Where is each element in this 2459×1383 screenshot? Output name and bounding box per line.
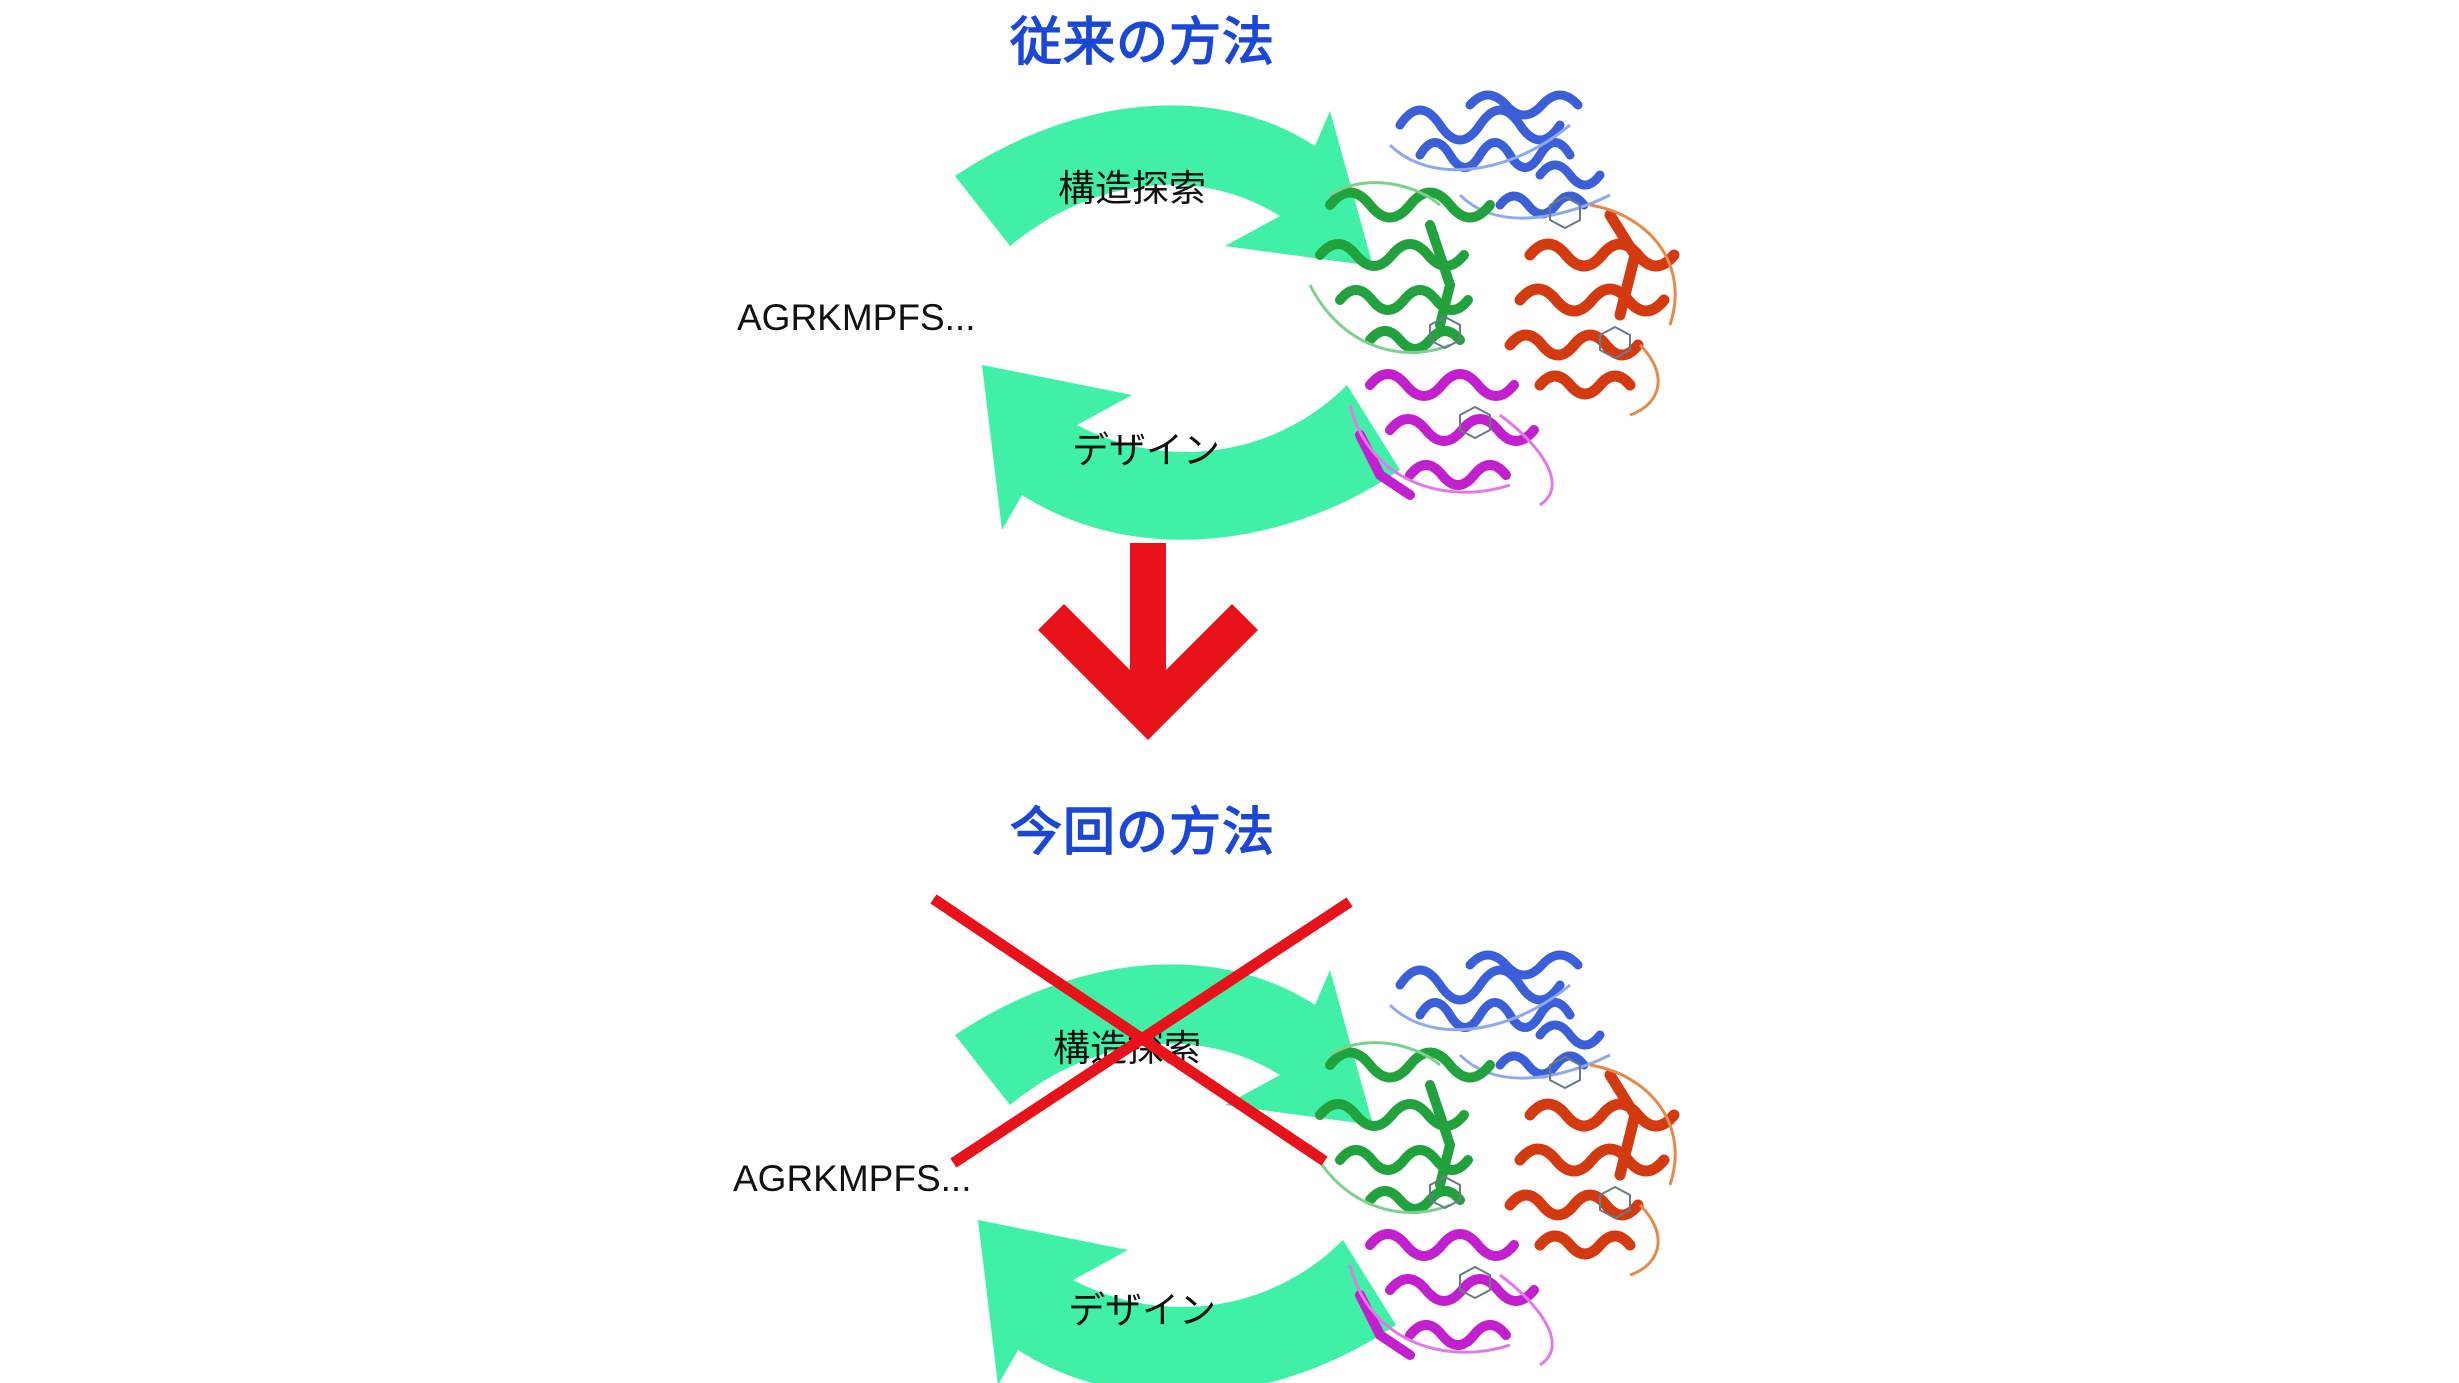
section-1-sequence: AGRKMPFS...: [737, 297, 976, 338]
section-1-forward-label: 構造探索: [1058, 167, 1206, 210]
section-1-protein-structure-icon: [1310, 95, 1675, 505]
section-2-sequence: AGRKMPFS...: [733, 1158, 972, 1199]
section-2-title: 今回の方法: [1010, 803, 1276, 863]
section-1-backward-label: デザイン: [1072, 429, 1220, 472]
section-2-protein-structure-icon: [1310, 955, 1675, 1365]
section-2-forward-label: 構造探索: [1053, 1027, 1201, 1070]
section-1-title: 従来の方法: [1010, 13, 1276, 73]
down-arrow-icon: [1038, 543, 1258, 740]
section-2-backward-label: デザイン: [1068, 1289, 1216, 1332]
